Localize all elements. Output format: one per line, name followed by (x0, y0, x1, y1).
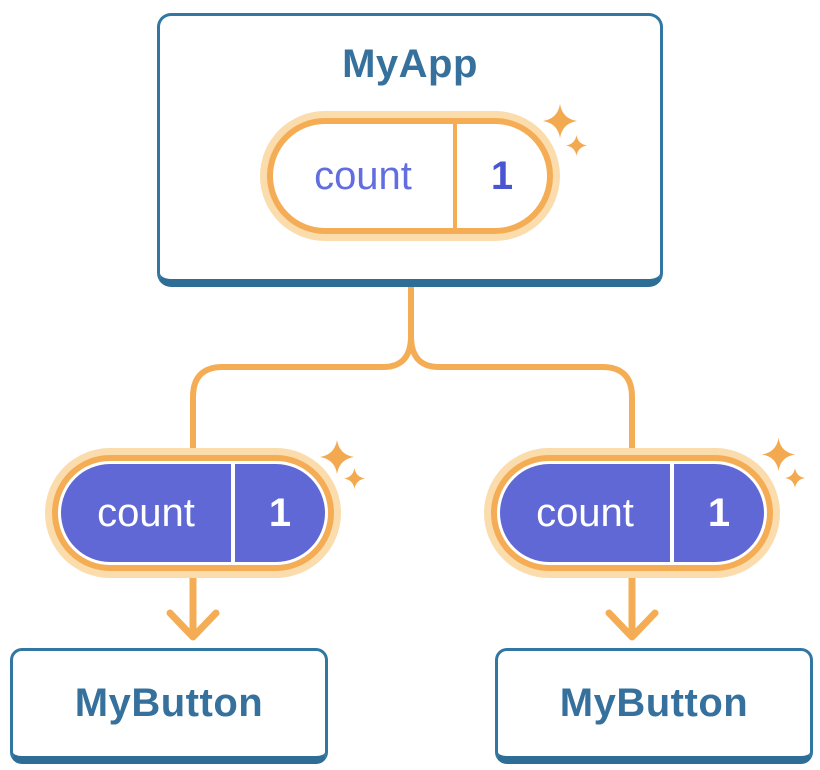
state-label-cell: count (273, 124, 453, 228)
component-card-myapp: MyApp count 1 (157, 13, 663, 287)
state-value: 1 (490, 154, 514, 198)
state-pill-ring: count 1 (267, 118, 553, 234)
branch-line-left (190, 284, 414, 455)
sparkle-icon (320, 440, 354, 474)
state-pill-mybutton-left: count 1 (45, 448, 341, 578)
sparkle-icon (566, 135, 587, 156)
component-card-mybutton-right: MyButton (495, 648, 813, 764)
state-label: count (97, 491, 195, 535)
state-value: 1 (268, 491, 292, 535)
state-value-cell: 1 (235, 464, 325, 562)
arrow-head-right (605, 609, 659, 641)
state-pill-mybutton-right: count 1 (484, 448, 780, 578)
component-title-myapp: MyApp (342, 42, 478, 86)
pill-divider (453, 124, 457, 228)
state-value-cell: 1 (674, 464, 764, 562)
state-pill-myapp: count 1 (260, 111, 560, 241)
state-label: count (536, 491, 634, 535)
state-value-cell: 1 (457, 124, 547, 228)
component-title-mybutton-left: MyButton (74, 681, 264, 725)
state-pill-ring: count 1 (491, 455, 773, 571)
sparkle-icon (785, 468, 805, 488)
state-label: count (314, 154, 412, 198)
state-label-cell: count (61, 464, 231, 562)
state-pill-fill: count 1 (61, 464, 325, 562)
state-pill-ring: count 1 (52, 455, 334, 571)
pill-divider (231, 464, 235, 562)
arrow-head-left (166, 609, 220, 641)
state-value: 1 (707, 491, 731, 535)
pill-divider (670, 464, 674, 562)
component-title-mybutton-right: MyButton (559, 681, 749, 725)
sparkle-icon (762, 438, 795, 471)
sparkle-icon (344, 468, 365, 489)
state-label-cell: count (500, 464, 670, 562)
branch-line-right (408, 284, 635, 455)
sparkle-icon (543, 104, 577, 138)
state-pill-fill: count 1 (500, 464, 764, 562)
component-card-mybutton-left: MyButton (10, 648, 328, 764)
